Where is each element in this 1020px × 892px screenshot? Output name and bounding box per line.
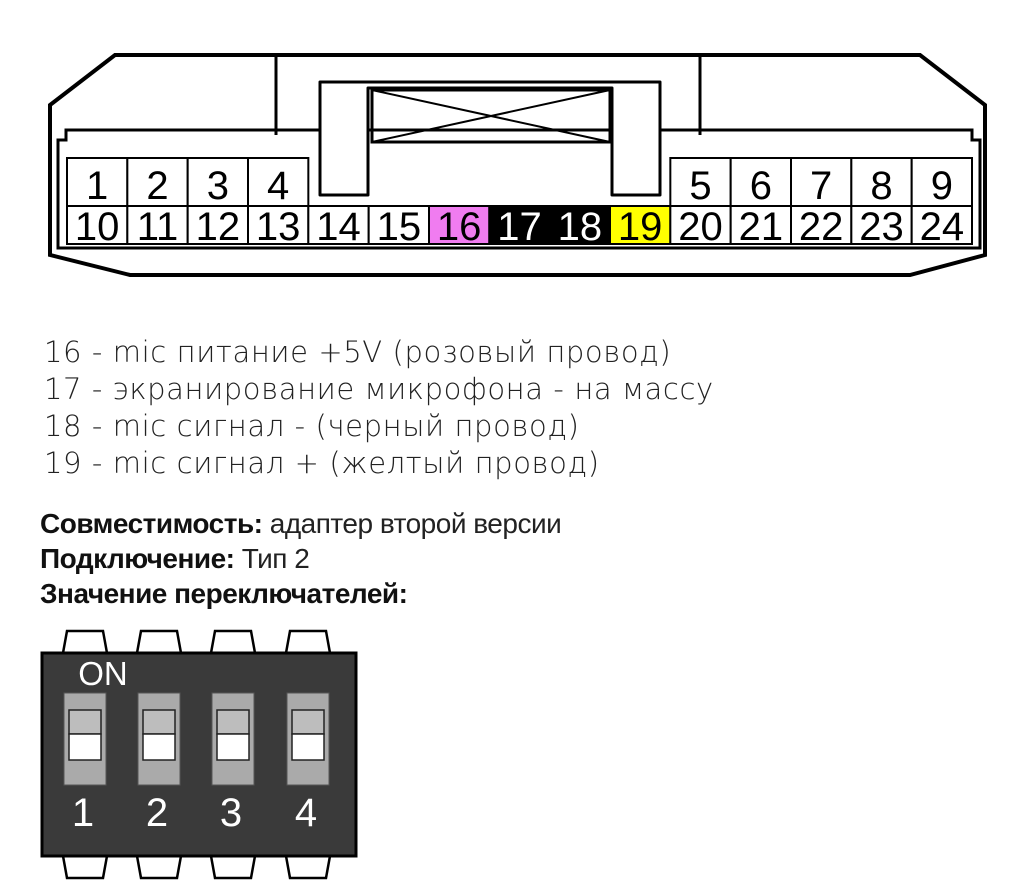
pins-bottom-row: 10 11 12 13 14 15 16 17 18 19 20 21 22 23 24: [66, 205, 974, 249]
pin-label: 18: [558, 205, 603, 249]
pin-20: 20: [669, 205, 732, 249]
dip-tab: [135, 629, 183, 655]
switches-line: Значение переключателей:: [40, 576, 561, 611]
dip-switch: ON 1 2 3 4: [40, 629, 358, 880]
pin-label: 11: [137, 205, 179, 249]
pin-22: 22: [790, 205, 853, 249]
pin-label: 2: [146, 164, 168, 208]
pin-note: 19 - mic сигнал + (желтый провод): [44, 446, 600, 480]
pin-label: 8: [870, 164, 892, 208]
dip-tab: [284, 629, 332, 655]
dip-switch-number: 2: [146, 791, 168, 835]
pin-note: 17 - экранирование микрофона - на массу: [44, 372, 714, 406]
pin-18: 18: [548, 205, 612, 249]
pin-23: 23: [850, 205, 913, 249]
pin-label: 12: [196, 205, 241, 249]
connector-inner-body: [56, 128, 982, 250]
pin-17: 17: [488, 205, 551, 249]
connector-latch: [318, 80, 662, 197]
pin-15: 15: [367, 205, 430, 249]
pin-label: 3: [207, 164, 229, 208]
pin-7: 7: [790, 157, 853, 208]
dip-tab: [209, 854, 257, 880]
pin-label: 7: [810, 164, 832, 208]
dip-knob[interactable]: [291, 709, 325, 735]
pin-label: 6: [750, 164, 772, 208]
pin-21: 21: [729, 205, 793, 249]
pin-label: 16: [437, 205, 482, 249]
info-block: Совместимость: адаптер второй версии Под…: [40, 506, 562, 611]
pin-label: 1: [86, 164, 108, 208]
pin-24: 24: [910, 205, 974, 249]
pin-label: 13: [256, 205, 301, 249]
pin-label: 22: [799, 205, 844, 249]
compatibility-line: Совместимость: адаптер второй версии: [40, 506, 562, 541]
dip-tab: [61, 629, 109, 655]
pin-note: 16 - mic питание +5V (розовый провод): [44, 335, 672, 369]
compatibility-label: Совместимость:: [40, 508, 263, 539]
dip-switch-2[interactable]: 2: [137, 692, 181, 835]
dip-switch-number: 4: [295, 791, 317, 835]
dip-switch-4[interactable]: 4: [286, 692, 330, 835]
pin-label: 19: [618, 205, 663, 249]
pin-label: 23: [859, 205, 904, 249]
pin-notes: 16 - mic питание +5V (розовый провод) 17…: [44, 334, 714, 482]
pin-16: 16: [428, 205, 491, 249]
dip-knob[interactable]: [216, 709, 250, 735]
pin-11: 11: [126, 205, 189, 249]
pin-label: 14: [316, 205, 361, 249]
pin-14: 14: [307, 205, 370, 249]
connection-line: Подключение: Тип 2: [40, 541, 561, 576]
pin-label: 5: [689, 164, 711, 208]
pin-9: 9: [910, 157, 974, 208]
pin-label: 4: [267, 164, 289, 208]
pin-6: 6: [729, 157, 793, 208]
pin-19: 19: [609, 205, 672, 249]
pin-13: 13: [247, 205, 310, 249]
connection-value: Тип 2: [241, 543, 310, 574]
pin-5: 5: [669, 157, 732, 208]
dip-tab: [284, 854, 332, 880]
pin-3: 3: [186, 157, 250, 208]
connection-label: Подключение:: [40, 543, 235, 574]
pin-12: 12: [186, 205, 250, 249]
dip-knob[interactable]: [68, 709, 102, 735]
pin-label: 24: [920, 205, 965, 249]
pin-4: 4: [247, 157, 310, 208]
dip-tab: [135, 854, 183, 880]
dip-switch-1[interactable]: 1: [63, 692, 107, 835]
pin-label: 10: [75, 205, 120, 249]
pin-label: 20: [678, 205, 723, 249]
dip-switch-number: 1: [72, 791, 94, 835]
pin-label: 15: [377, 205, 422, 249]
pin-1: 1: [66, 157, 129, 208]
dip-switches: 1 2 3 4: [63, 692, 330, 835]
dip-tab: [209, 629, 257, 655]
pin-2: 2: [126, 157, 189, 208]
latch-window: [370, 88, 612, 144]
dip-switch-3[interactable]: 3: [211, 692, 255, 835]
pin-8: 8: [850, 157, 913, 208]
pin-label: 21: [739, 205, 784, 249]
dip-knob[interactable]: [142, 709, 176, 735]
pin-label: 17: [497, 205, 542, 249]
dip-switch-number: 3: [220, 791, 242, 835]
switches-label: Значение переключателей:: [40, 578, 408, 609]
dip-on-label: ON: [78, 655, 128, 692]
pin-label: 9: [931, 164, 953, 208]
dip-tab: [61, 854, 109, 880]
pin-10: 10: [66, 205, 129, 249]
compatibility-value: адаптер второй версии: [269, 508, 562, 539]
pin-note: 18 - mic сигнал - (черный провод): [44, 409, 580, 443]
